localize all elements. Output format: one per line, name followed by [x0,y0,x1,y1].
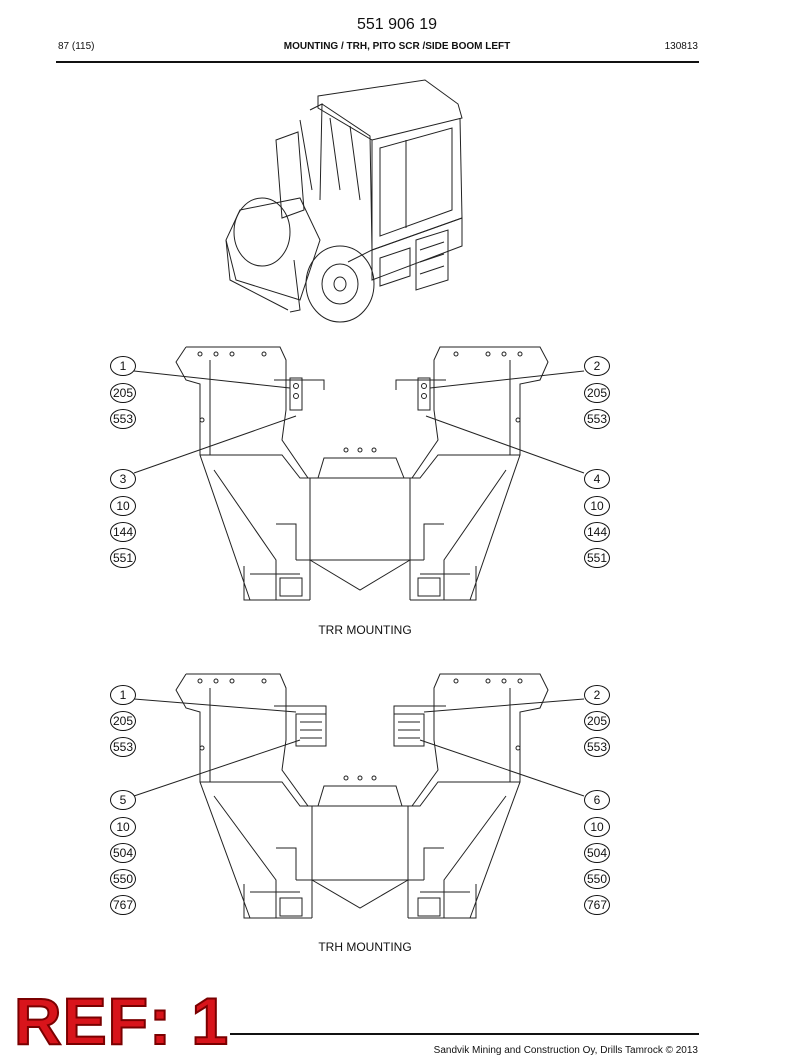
trh-right-callout-1: 2 [584,685,610,705]
trr-leader-lines [133,370,585,474]
trh-left-callout-2: 205 [110,711,136,731]
trh-right-callout-5: 10 [584,817,610,837]
trh-left-callout-7: 550 [110,869,136,889]
page-title: MOUNTING / TRH, PITO SCR /SIDE BOOM LEFT [283,41,511,52]
trr-left-callout-7: 551 [110,548,136,568]
footer-rule [230,1033,699,1035]
header-rule [56,61,699,63]
trr-left-callout-6: 144 [110,522,136,542]
trh-left-callout-1: 1 [110,685,136,705]
trr-right-callout-7: 551 [584,548,610,568]
trh-frame-drawing [175,673,549,919]
trh-left-callout-5: 10 [110,817,136,837]
trr-right-callout-1: 2 [584,356,610,376]
trr-right-callout-4: 4 [584,469,610,489]
trr-left-callout-1: 1 [110,356,136,376]
date-code: 130813 [664,41,698,52]
trr-left-callout-4: 3 [110,469,136,489]
trh-mounting-caption: TRH MOUNTING [318,940,412,954]
trh-left-callout-8: 767 [110,895,136,915]
trh-leader-lines [133,698,585,797]
trr-frame-drawing [175,346,549,601]
trh-right-callout-6: 504 [584,843,610,863]
vehicle-overview-drawing [225,79,463,323]
trh-left-callout-6: 504 [110,843,136,863]
trh-right-callout-4: 6 [584,790,610,810]
trh-right-callout-7: 550 [584,869,610,889]
trr-right-callout-3: 553 [584,409,610,429]
trh-right-callout-3: 553 [584,737,610,757]
trh-left-callout-3: 553 [110,737,136,757]
trr-left-callout-5: 10 [110,496,136,516]
page-number: 87 (115) [58,41,95,52]
trr-left-callout-2: 205 [110,383,136,403]
trh-right-callout-2: 205 [584,711,610,731]
trh-left-callout-4: 5 [110,790,136,810]
trh-right-callout-8: 767 [584,895,610,915]
trr-right-callout-2: 205 [584,383,610,403]
ref-stamp: REF: 1 [13,984,230,1058]
footer-copyright: Sandvik Mining and Construction Oy, Dril… [433,1045,698,1056]
trr-right-callout-5: 10 [584,496,610,516]
trr-mounting-caption: TRR MOUNTING [318,623,412,637]
trr-left-callout-3: 553 [110,409,136,429]
trr-right-callout-6: 144 [584,522,610,542]
document-number: 551 906 19 [356,16,438,33]
